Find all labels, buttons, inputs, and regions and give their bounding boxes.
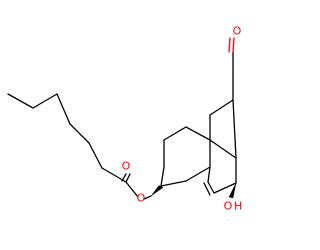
ring-b (203, 139, 237, 196)
ester-oxygen-label: O (137, 192, 146, 205)
ketone-group: O (228, 25, 242, 101)
ketone-oxygen-label: O (233, 25, 242, 38)
structure-diagram: O H O O O (7, 25, 242, 213)
carbonyl-oxygen-label: O (122, 160, 131, 173)
stereo-wedge-c7 (228, 182, 237, 199)
hydroxyl-hydrogen-label: H (234, 200, 242, 213)
hydroxyl-group: O H (224, 182, 242, 213)
heptanoyl-chain (7, 93, 127, 183)
ring-a (150, 126, 211, 197)
ester-group (121, 173, 152, 200)
ring-c-d (209, 99, 237, 159)
hydroxyl-oxygen-label: O (224, 200, 233, 213)
stereo-wedge-c3 (150, 185, 164, 197)
